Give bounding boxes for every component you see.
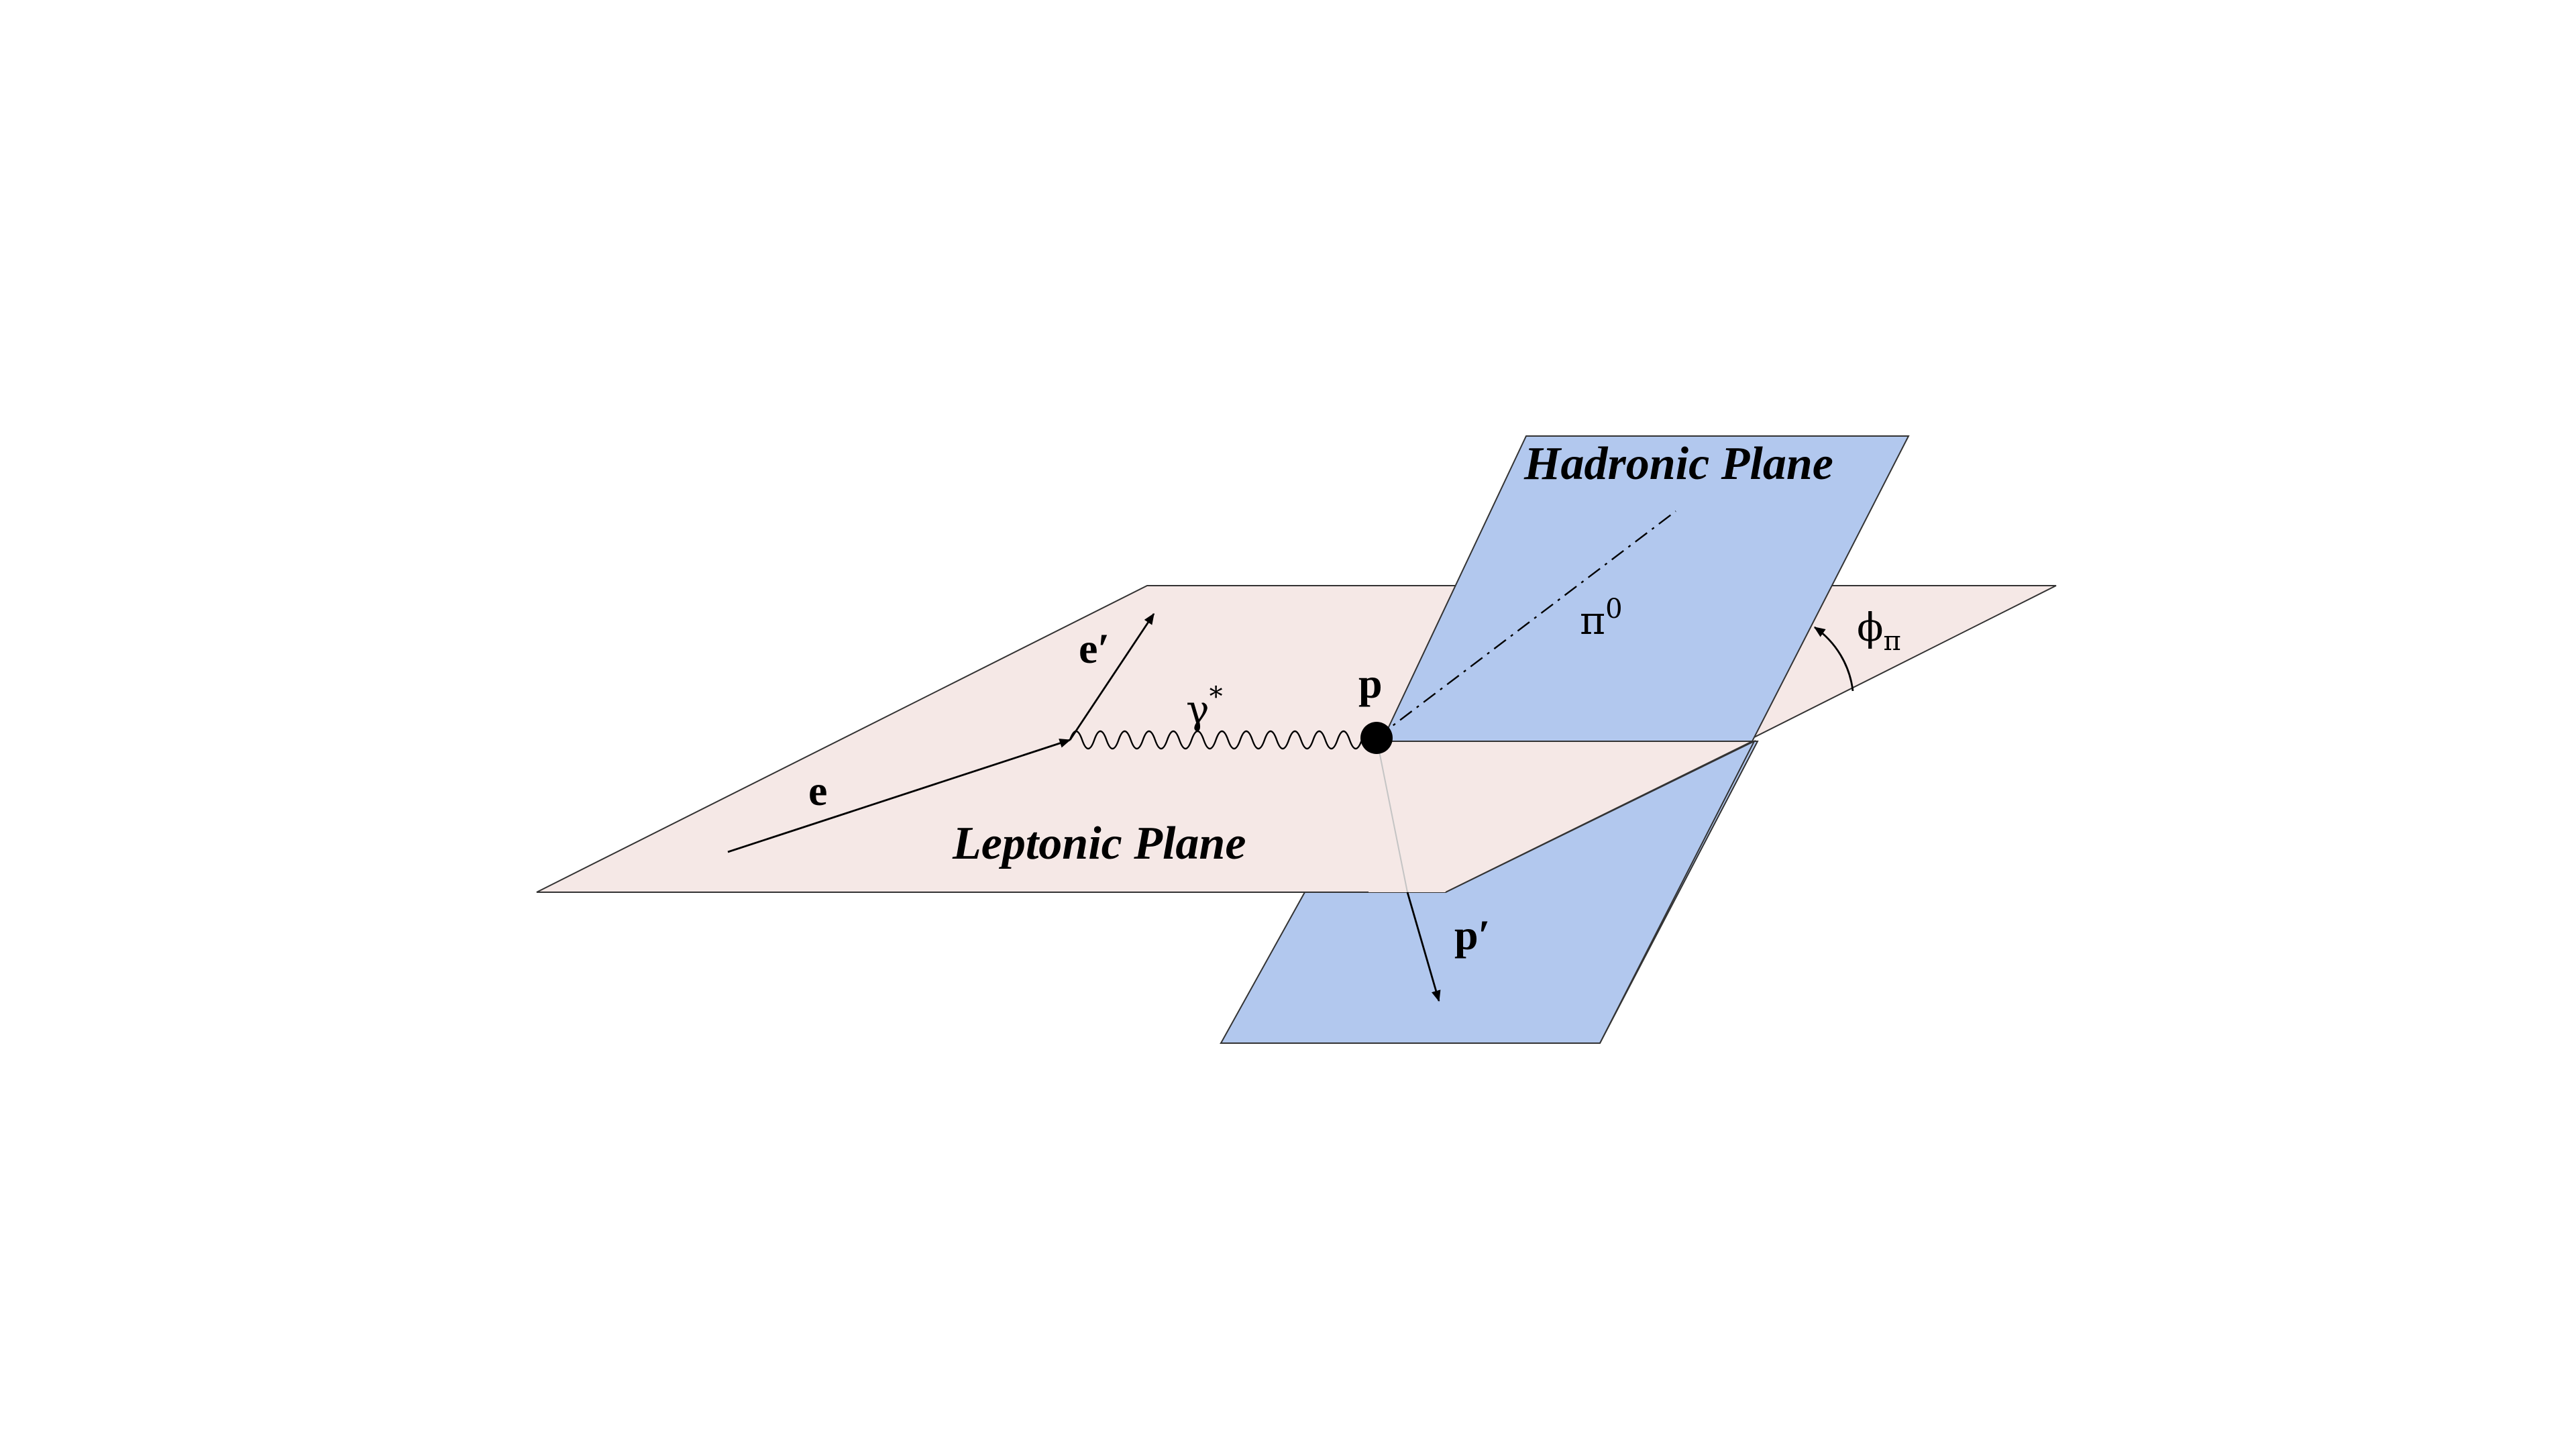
pion-label: π0 [1580, 594, 1623, 643]
virtual-photon-label: γ* [1186, 682, 1223, 733]
proton-label: p [1358, 659, 1383, 707]
leptonic-plane [536, 585, 2057, 893]
pion-track [1376, 511, 1676, 739]
leptonic-plane-front-edge [1445, 741, 1753, 893]
phi-angle-label: ϕπ [1857, 604, 1901, 657]
recoil-proton-hidden-track [1376, 737, 1408, 893]
electron-label: e [808, 767, 827, 814]
incoming-electron-arrow [727, 739, 1071, 853]
recoil-proton-arrow [1406, 892, 1441, 1002]
leptonic-plane-label: Leptonic Plane [952, 818, 1246, 869]
phi-angle-arc [1813, 626, 1854, 692]
virtual-photon-wave [1069, 730, 1363, 750]
hadronic-plane-label: Hadronic Plane [1523, 438, 1833, 490]
recoil-proton-label: p′ [1454, 911, 1491, 959]
leptonic-plane-front-strip [1368, 741, 1752, 892]
proton-vertex-dot [1360, 722, 1393, 754]
scattered-electron-label: e′ [1079, 625, 1110, 672]
scattered-electron-arrow [1069, 612, 1155, 741]
